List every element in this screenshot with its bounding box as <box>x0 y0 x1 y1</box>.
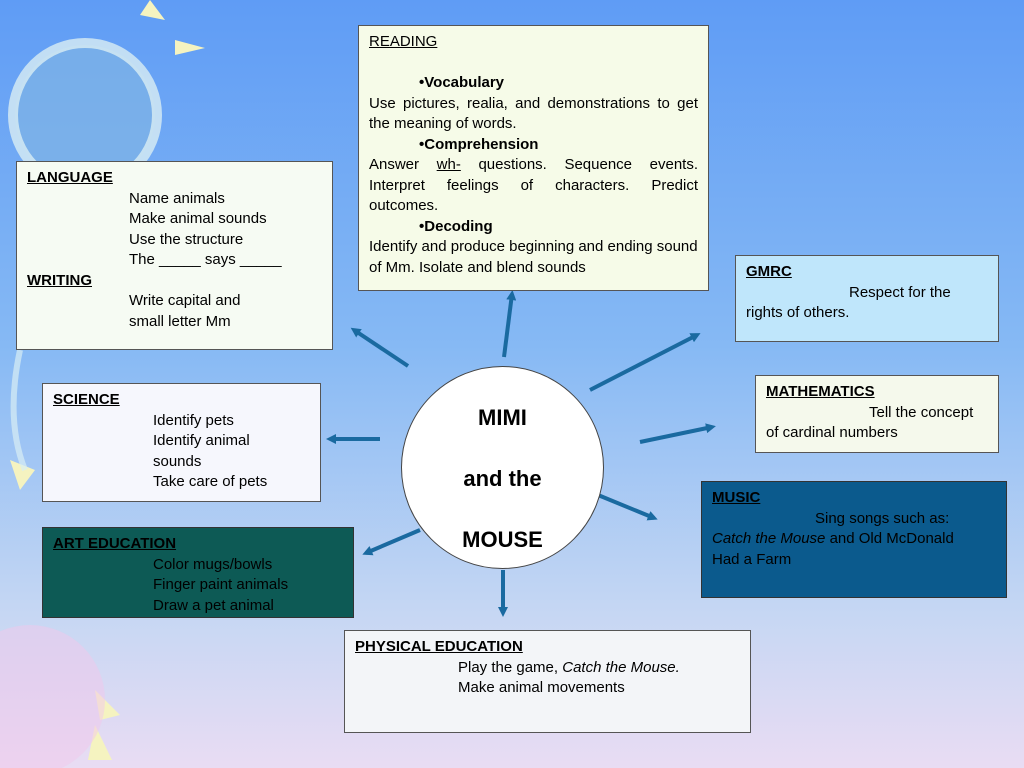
gmrc-box: GMRC Respect for the rights of others. <box>735 255 999 342</box>
art-item: Color mugs/bowls <box>153 555 273 573</box>
arrow-to-gmrc <box>589 333 701 392</box>
music-text: Catch the Mouse and Old McDonald <box>712 530 954 547</box>
science-item: Identify pets <box>153 411 234 429</box>
gmrc-text: Respect for the <box>849 283 951 301</box>
comprehension-text: Answer wh- questions. Sequence events. I… <box>369 156 699 214</box>
math-heading: MATHEMATICS <box>766 383 875 400</box>
language-item: Use the structure <box>129 230 244 248</box>
art-item: Finger paint animals <box>153 576 289 593</box>
science-box: SCIENCE Identify pets Identify animal so… <box>42 383 321 502</box>
science-item: Take care of pets <box>153 473 268 490</box>
art-item: Draw a pet animal <box>153 596 274 614</box>
music-heading: MUSIC <box>712 489 761 506</box>
language-heading: LANGUAGE <box>27 169 113 186</box>
balloon-shape <box>0 625 105 768</box>
star-ray-icon <box>10 460 35 490</box>
arrow-to-math <box>639 423 716 444</box>
gmrc-heading: GMRC <box>746 263 792 280</box>
gmrc-text: rights of others. <box>746 304 850 321</box>
decoding-title: •Decoding <box>419 217 493 235</box>
math-text: Tell the concept <box>869 403 974 421</box>
decoding-text: Identify and produce beginning and endin… <box>369 238 698 276</box>
music-box: MUSIC Sing songs such as: Catch the Mous… <box>701 481 1007 598</box>
pe-text: Play the game, Catch the Mouse. <box>458 658 680 676</box>
reading-box: READING •Vocabulary Use pictures, realia… <box>358 25 709 291</box>
pe-text: Make animal movements <box>458 679 625 696</box>
star-ray-icon <box>140 0 165 20</box>
music-text: Sing songs such as: <box>815 509 950 527</box>
language-item: Make animal sounds <box>129 210 267 227</box>
math-text: of cardinal numbers <box>766 424 898 441</box>
writing-heading: WRITING <box>27 271 92 289</box>
central-topic-circle: MIMI and the MOUSE <box>401 366 604 569</box>
center-title-line3: MOUSE <box>462 527 543 552</box>
physical-education-box: PHYSICAL EDUCATION Play the game, Catch … <box>344 630 751 733</box>
reading-heading: READING <box>369 33 438 50</box>
music-text: Had a Farm <box>712 550 792 568</box>
science-item: sounds <box>153 452 202 470</box>
vocabulary-title: •Vocabulary <box>419 74 505 91</box>
mathematics-box: MATHEMATICS Tell the concept of cardinal… <box>755 375 999 453</box>
comprehension-title: •Comprehension <box>419 135 539 153</box>
pe-heading: PHYSICAL EDUCATION <box>355 638 523 655</box>
vocabulary-text: Use pictures, realia, and demonstrations… <box>369 94 698 133</box>
balloon-shape <box>15 45 155 185</box>
arrow-to-music <box>597 493 658 521</box>
language-item: The _____ says _____ <box>129 251 282 268</box>
writing-item: Write capital and <box>129 292 241 309</box>
star-ray-icon <box>175 40 205 55</box>
arrow-to-language <box>350 327 410 368</box>
art-education-box: ART EDUCATION Color mugs/bowls Finger pa… <box>42 527 354 618</box>
language-item: Name animals <box>129 189 225 207</box>
writing-item: small letter Mm <box>129 312 231 330</box>
science-heading: SCIENCE <box>53 391 120 408</box>
arrow-to-art <box>362 528 421 556</box>
arrow-to-reading <box>502 290 517 358</box>
center-title-line2: and the <box>463 466 542 491</box>
center-title-line1: MIMI <box>478 405 527 430</box>
science-item: Identify animal <box>153 432 250 449</box>
language-box: LANGUAGE Name animals Make animal sounds… <box>16 161 333 350</box>
art-heading: ART EDUCATION <box>53 535 177 552</box>
